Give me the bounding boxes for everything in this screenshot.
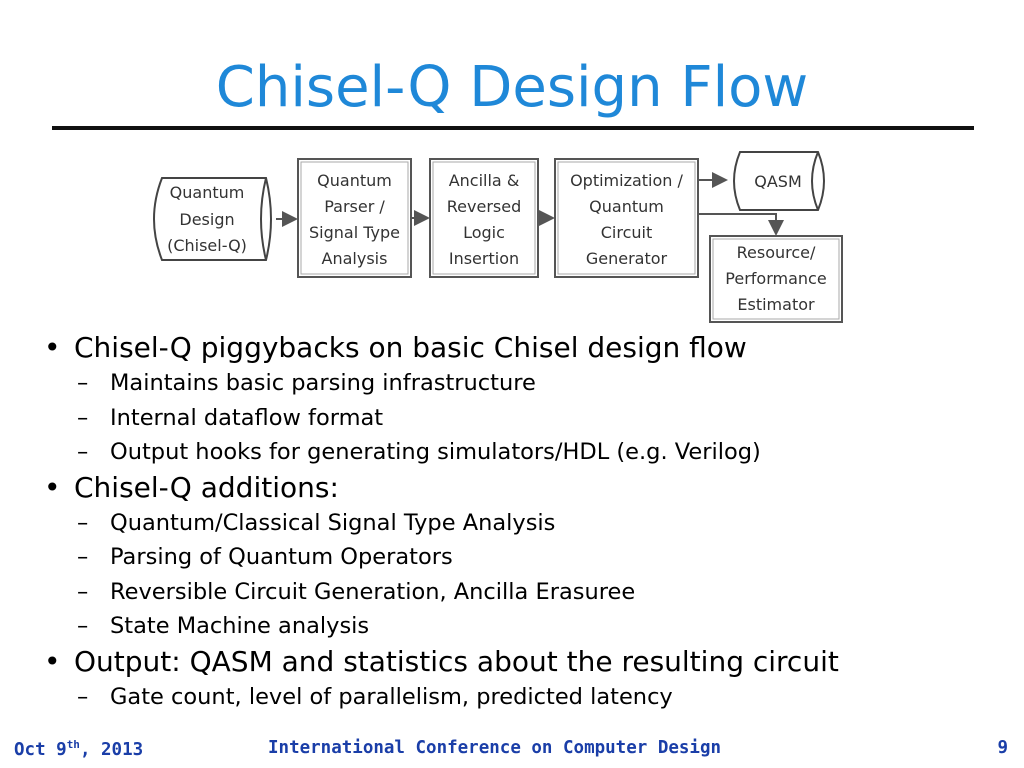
ancilla-node: Ancilla & Reversed Logic Insertion — [429, 158, 539, 278]
design-flow-diagram: Quantum Design (Chisel-Q) Quantum Parser… — [153, 151, 843, 323]
sub-bullet-item: –Reversible Circuit Generation, Ancilla … — [44, 575, 1004, 610]
estimator-node: Resource/ Performance Estimator — [709, 235, 843, 323]
bullet-list: • Chisel-Q piggybacks on basic Chisel des… — [44, 330, 1004, 714]
quantum-design-line-1: Quantum — [170, 183, 245, 202]
footer-page-number: 9 — [997, 738, 1008, 758]
bullet-marker: • — [44, 644, 61, 678]
ancilla-line-2: Reversed — [447, 197, 521, 216]
footer-conference: International Conference on Computer Des… — [268, 738, 722, 758]
footer-date-year: , 2013 — [79, 739, 144, 760]
sub-bullet-text: Maintains basic parsing infrastructure — [110, 370, 536, 396]
qasm-node: QASM — [733, 151, 825, 211]
sub-bullet-item: –Maintains basic parsing infrastructure — [44, 366, 1004, 401]
parser-line-3: Signal Type — [309, 223, 400, 242]
dash-marker: – — [77, 613, 89, 639]
sub-bullet-text: State Machine analysis — [110, 613, 370, 639]
ancilla-line-3: Logic — [463, 223, 505, 242]
bullet-marker: • — [44, 470, 61, 504]
sub-bullet-item: –Internal dataflow format — [44, 401, 1004, 436]
parser-node: Quantum Parser / Signal Type Analysis — [297, 158, 412, 278]
bullet-item: • Chisel-Q piggybacks on basic Chisel des… — [44, 330, 1004, 366]
sub-bullet-item: –Parsing of Quantum Operators — [44, 540, 1004, 575]
sub-bullet-text: Output hooks for generating simulators/H… — [110, 439, 761, 465]
flow-arrow — [699, 213, 784, 236]
sub-bullet-text: Internal dataflow format — [110, 404, 384, 431]
sub-bullet-text: Reversible Circuit Generation, Ancilla E… — [110, 578, 636, 605]
dash-marker: – — [77, 370, 89, 396]
ancilla-line-1: Ancilla & — [449, 171, 520, 190]
sub-bullet-item: –Gate count, level of parallelism, predi… — [44, 680, 1004, 715]
optimization-node: Optimization / Quantum Circuit Generator — [554, 158, 699, 278]
parser-line-1: Quantum — [317, 171, 392, 190]
estimator-line-3: Estimator — [737, 295, 815, 314]
quantum-design-node: Quantum Design (Chisel-Q) — [153, 177, 272, 261]
slide-footer: Oct 9th, 2013 International Conference o… — [0, 738, 1024, 768]
estimator-line-2: Performance — [725, 269, 826, 288]
optimization-line-4: Generator — [586, 249, 668, 268]
bullet-text: Output: QASM and statistics about the re… — [74, 644, 839, 678]
dash-marker: – — [77, 404, 89, 431]
slide-title: Chisel-Q Design Flow — [215, 55, 809, 120]
bullet-item: • Chisel-Q additions: — [44, 470, 1004, 506]
dash-marker: – — [77, 578, 89, 605]
parser-line-4: Analysis — [322, 249, 388, 268]
ancilla-line-4: Insertion — [449, 249, 519, 268]
sub-bullet-text: Parsing of Quantum Operators — [110, 544, 453, 570]
footer-date-main: Oct 9 — [14, 739, 67, 760]
estimator-line-1: Resource/ — [737, 243, 816, 262]
optimization-line-2: Quantum — [589, 197, 664, 216]
footer-date-suffix: th — [66, 738, 80, 751]
sub-bullet-item: –Quantum/Classical Signal Type Analysis — [44, 506, 1004, 541]
title-underline — [52, 126, 974, 130]
sub-bullet-item: –State Machine analysis — [44, 609, 1004, 644]
parser-line-2: Parser / — [324, 197, 385, 216]
dash-marker: – — [77, 683, 89, 710]
bullet-item: • Output: QASM and statistics about the r… — [44, 644, 1004, 680]
quantum-design-line-3: (Chisel-Q) — [167, 236, 247, 255]
sub-bullet-text: Quantum/Classical Signal Type Analysis — [110, 509, 556, 536]
sub-bullet-text: Gate count, level of parallelism, predic… — [110, 683, 673, 710]
optimization-line-3: Circuit — [601, 223, 653, 242]
quantum-design-line-2: Design — [179, 210, 234, 229]
bullet-marker: • — [44, 331, 61, 364]
dash-marker: – — [77, 509, 89, 536]
bullet-text: Chisel-Q piggybacks on basic Chisel desi… — [74, 331, 747, 364]
dash-marker: – — [77, 439, 89, 465]
qasm-label: QASM — [754, 172, 802, 191]
dash-marker: – — [77, 544, 89, 570]
footer-date: Oct 9th, 2013 — [14, 738, 143, 760]
sub-bullet-item: –Output hooks for generating simulators/… — [44, 435, 1004, 470]
bullet-text: Chisel-Q additions: — [74, 470, 339, 504]
optimization-line-1: Optimization / — [570, 171, 683, 190]
